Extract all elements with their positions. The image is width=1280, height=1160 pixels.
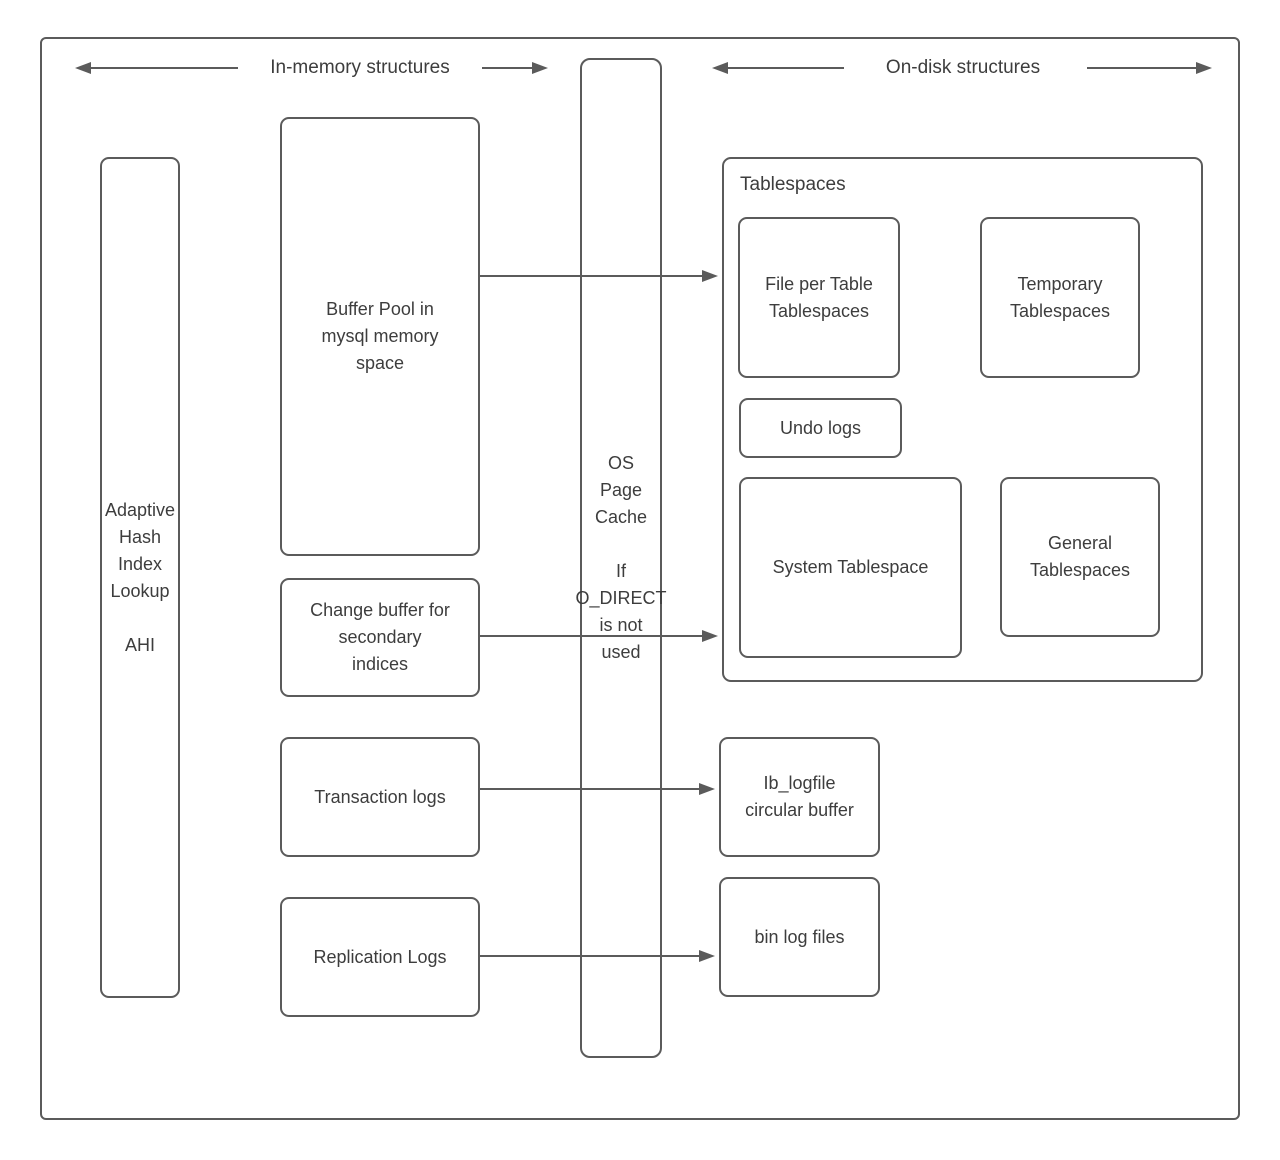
right-arrowhead-icon: [702, 630, 718, 642]
temporary-tablespaces-label: Temporary Tablespaces: [1009, 273, 1111, 321]
general-tablespaces-box: General Tablespaces: [1000, 477, 1160, 637]
general-tablespaces-label: General Tablespaces: [1029, 533, 1131, 580]
right-arrowhead-icon: [699, 783, 715, 795]
change-buffer-box: Change buffer for secondary indices: [280, 578, 480, 697]
left-arrowhead-icon: [75, 62, 91, 74]
os-page-cache-box: OS Page Cache If O_DIRECT is not used: [576, 58, 667, 1058]
buffer-pool-label: Buffer Pool in mysql memory space: [321, 299, 439, 373]
adaptive-hash-index-label: Adaptive Hash Index Lookup AHI: [104, 499, 176, 655]
left-arrowhead-icon: [712, 62, 728, 74]
on-disk-structures-label: On-disk structures: [885, 57, 1041, 78]
bin-log-files-box: bin log files: [719, 877, 880, 997]
adaptive-hash-index-box: Adaptive Hash Index Lookup AHI: [100, 157, 180, 998]
system-tablespace-box: System Tablespace: [739, 477, 962, 658]
file-per-table-tablespaces-box: File per Table Tablespaces: [738, 217, 900, 378]
file-per-table-tablespaces-label: File per Table Tablespaces: [765, 273, 873, 321]
undo-logs-label: Undo logs: [779, 417, 862, 438]
temporary-tablespaces-box: Temporary Tablespaces: [980, 217, 1140, 378]
right-arrowhead-icon: [702, 270, 718, 282]
transaction-logs-box: Transaction logs: [280, 737, 480, 857]
change-buffer-label: Change buffer for secondary indices: [310, 600, 450, 674]
replication-logs-label: Replication Logs: [313, 946, 447, 967]
bin-log-files-label: bin log files: [754, 926, 845, 947]
replication-logs-box: Replication Logs: [280, 897, 480, 1017]
tablespaces-label: Tablespaces: [740, 174, 846, 195]
system-tablespace-label: System Tablespace: [772, 557, 929, 577]
right-arrowhead-icon: [1196, 62, 1212, 74]
ib-logfile-box: Ib_logfile circular buffer: [719, 737, 880, 857]
ib-logfile-label: Ib_logfile circular buffer: [745, 773, 854, 820]
right-arrowhead-icon: [699, 950, 715, 962]
os-page-cache-label: OS Page Cache If O_DIRECT is not used: [575, 453, 667, 662]
in-memory-structures-label: In-memory structures: [270, 57, 450, 78]
buffer-pool-box: Buffer Pool in mysql memory space: [280, 117, 480, 556]
undo-logs-box: Undo logs: [739, 398, 902, 458]
right-arrowhead-icon: [532, 62, 548, 74]
transaction-logs-label: Transaction logs: [314, 786, 446, 807]
